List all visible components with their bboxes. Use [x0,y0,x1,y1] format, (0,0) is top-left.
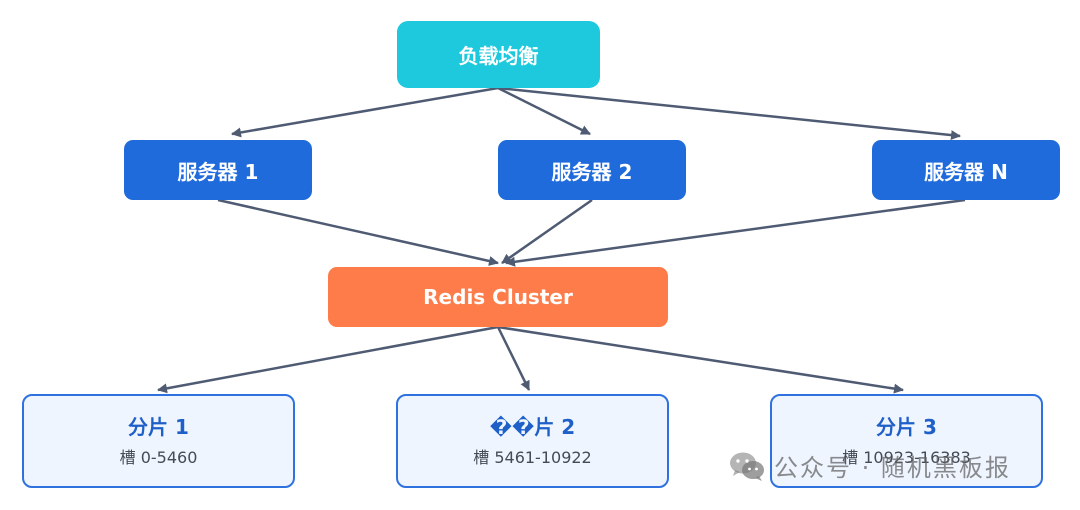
server-node-2: 服务器 2 [498,140,686,200]
shard-slots-2: 槽 5461-10922 [473,447,592,467]
edge-lb-server-2 [497,86,591,136]
watermark-text: 公众号 · 随机黑板报 [774,454,1011,482]
wechat-icon [730,452,764,481]
edge-server-1-redis [217,198,499,266]
server-label-1: 服务器 1 [177,159,259,184]
edge-lb-server-n [497,86,961,141]
edge-lb-server-1 [231,86,499,138]
load-balancer-label: 负载均衡 [458,44,539,68]
edge-redis-shard-3 [497,325,904,394]
redis-cluster-node: Redis Cluster [328,267,668,327]
shard-title-2: ��片 2 [489,414,576,439]
shard-slots-3: 槽 10923-16383 [842,447,971,467]
load-balancer-node: 负载均衡 [397,21,600,88]
shard-node-2: ��片 2 槽 5461-10922 [396,394,669,488]
edge-server-n-redis [505,198,966,267]
server-label-n: 服务器 N [924,159,1008,184]
server-label-2: 服务器 2 [551,159,633,184]
redis-cluster-label: Redis Cluster [423,285,573,309]
shard-title-3: 分片 3 [876,414,937,439]
server-node-1: 服务器 1 [124,140,312,200]
shard-node-1: 分片 1 槽 0-5460 [22,394,295,488]
edge-server-2-redis [501,198,593,265]
shard-node-3: 分片 3 槽 10923-16383 [770,394,1043,488]
server-node-n: 服务器 N [872,140,1060,200]
shard-slots-1: 槽 0-5460 [119,447,198,467]
watermark: 公众号 · 随机黑板报 [728,448,1011,483]
edge-redis-shard-1 [157,325,499,394]
shard-title-1: 分片 1 [128,414,189,439]
edge-redis-shard-2 [496,326,531,391]
